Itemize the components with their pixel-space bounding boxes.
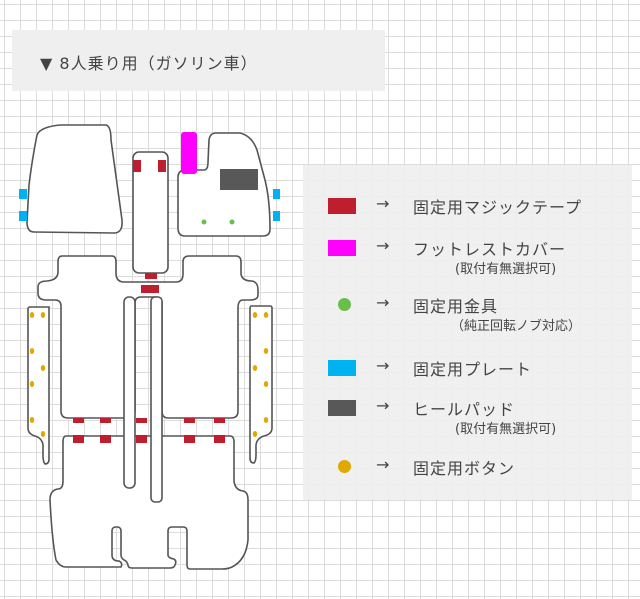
legend-label: 固定用ボタン <box>413 459 516 478</box>
legend-label: フットレストカバー <box>413 240 567 259</box>
side-mat-left <box>27 306 50 465</box>
section-title: ▼ 8人乗り用（ガソリン車） <box>40 54 258 73</box>
fixing-buttons <box>29 312 269 437</box>
arrow-icon: → <box>376 356 390 375</box>
legend-item-metal: → 固定用金具 （純正回転ノブ対応） <box>303 292 632 334</box>
velcro-tapes <box>73 160 225 443</box>
legend-item-velcro: → 固定用マジックテープ <box>303 193 632 217</box>
legend-item-heelpad: → ヒールパッド (取付有無選択可) <box>303 395 632 437</box>
arrow-icon: → <box>376 455 390 474</box>
front-left-mat <box>26 124 123 234</box>
fixing-plates <box>19 189 280 221</box>
legend-label: 固定用プレート <box>413 360 533 379</box>
center-strip-left <box>123 296 136 489</box>
blue-rect-icon <box>328 360 356 376</box>
legend-item-button: → 固定用ボタン <box>303 454 632 478</box>
legend-sublabel: (取付有無選択可) <box>455 422 557 437</box>
legend-item-footrest: → フットレストカバー (取付有無選択可) <box>303 235 632 277</box>
footrest-cover <box>181 132 197 174</box>
legend-item-plate: → 固定用プレート <box>303 355 632 379</box>
green-dot-icon <box>338 298 351 311</box>
gray-rect-icon <box>328 400 356 416</box>
center-strip-right <box>150 296 163 503</box>
legend-label: 固定用金具 <box>413 297 499 316</box>
arrow-icon: → <box>376 293 390 312</box>
magenta-rect-icon <box>328 240 356 256</box>
yellow-dot-icon <box>338 460 351 473</box>
legend-panel: → 固定用マジックテープ → フットレストカバー (取付有無選択可) → 固定用… <box>303 165 632 500</box>
legend-label: 固定用マジックテープ <box>413 198 583 217</box>
third-row-mat <box>49 435 249 570</box>
section-header: ▼ 8人乗り用（ガソリン車） <box>12 30 385 91</box>
metal-fittings <box>201 219 235 225</box>
arrow-icon: → <box>376 236 390 255</box>
second-row-mat <box>37 255 259 419</box>
legend-sublabel: (取付有無選択可) <box>455 262 557 277</box>
legend-label: ヒールパッド <box>413 400 516 419</box>
arrow-icon: → <box>376 194 390 213</box>
legend-sublabel: （純正回転ノブ対応） <box>451 319 582 334</box>
side-mat-right <box>249 305 273 464</box>
arrow-icon: → <box>376 396 390 415</box>
heel-pad <box>220 169 258 190</box>
red-rect-icon <box>328 198 356 214</box>
